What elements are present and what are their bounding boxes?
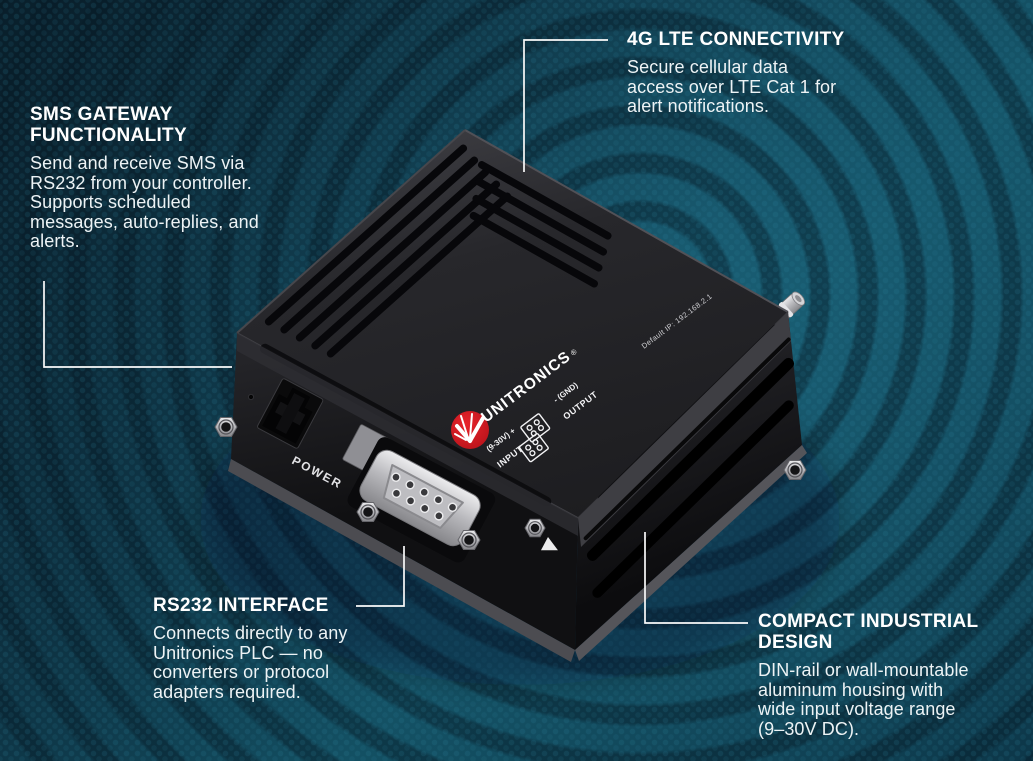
callout-line-compact <box>644 532 748 624</box>
right-face-slot-2 <box>592 400 794 598</box>
right-face-top-band <box>578 312 791 547</box>
logo-v-icon <box>454 413 485 443</box>
screw-bottom-right <box>783 460 807 480</box>
right-face-slot-1 <box>586 357 795 561</box>
callout-compact-title: COMPACT INDUSTRIAL DESIGN <box>758 611 979 653</box>
callout-lte-title: 4G LTE CONNECTIVITY <box>627 29 845 50</box>
right-face-slot-thin <box>583 337 791 541</box>
callout-lte-body: Secure cellular data access over LTE Cat… <box>627 57 837 116</box>
brand-registered-mark: ® <box>569 347 579 358</box>
callout-4g-lte: 4G LTE CONNECTIVITY Secure cellular data… <box>627 29 887 117</box>
callout-compact-design: COMPACT INDUSTRIAL DESIGN DIN-rail or wa… <box>758 611 1023 739</box>
screw-bottom-center <box>524 518 546 538</box>
edge-top-right <box>464 129 789 313</box>
callout-line-lte <box>523 39 608 172</box>
front-bottom-rail <box>228 459 575 662</box>
right-bottom-rail <box>575 445 807 661</box>
callout-rs232-title: RS232 INTERFACE <box>153 595 329 616</box>
top-vents-left <box>264 144 512 358</box>
triangle-marking-icon <box>540 537 558 551</box>
edge-top-left <box>236 129 466 334</box>
io-connector-icon <box>518 413 551 463</box>
callout-line-rs232 <box>356 546 405 607</box>
callout-line-sms <box>43 281 232 368</box>
screw-db9-right <box>457 530 481 550</box>
screw-db9-left <box>356 502 380 522</box>
top-vents-right <box>469 161 612 288</box>
callout-sms-gateway: SMS GATEWAY FUNCTIONALITY Send and recei… <box>30 104 280 252</box>
power-connector-icon <box>257 378 324 449</box>
callout-compact-body: DIN-rail or wall-mountable aluminum hous… <box>758 660 969 739</box>
callout-rs232-interface: RS232 INTERFACE Connects directly to any… <box>153 595 403 702</box>
db9-connector-icon <box>347 437 496 563</box>
callout-rs232-body: Connects directly to any Unitronics PLC … <box>153 623 348 702</box>
callout-sms-body: Send and receive SMS via RS232 from your… <box>30 153 259 251</box>
front-face-top-band <box>237 333 578 536</box>
screw-standoffs <box>214 417 807 550</box>
screw-left-edge <box>214 417 238 437</box>
front-pinhole <box>247 393 255 401</box>
callout-sms-title: SMS GATEWAY FUNCTIONALITY <box>30 104 187 146</box>
callout-lines <box>43 39 748 624</box>
